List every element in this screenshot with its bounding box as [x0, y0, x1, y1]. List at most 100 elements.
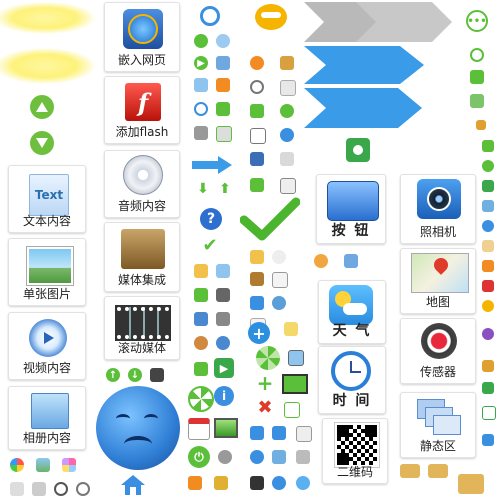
globe-orange-icon[interactable]: [250, 56, 264, 70]
recycle-green-icon[interactable]: [194, 34, 208, 48]
map-tile[interactable]: 地图: [400, 248, 476, 314]
video-content-tile[interactable]: 视频内容: [8, 312, 86, 380]
red-x-icon[interactable]: ✖: [257, 396, 273, 418]
brush-icon[interactable]: [32, 482, 46, 496]
people-icon[interactable]: [314, 254, 328, 268]
export-doc-icon[interactable]: [280, 178, 296, 194]
pencil-icon[interactable]: [10, 482, 24, 496]
gear-green-icon[interactable]: [256, 346, 280, 370]
camera-tile[interactable]: 照相机: [400, 174, 476, 244]
pencil-doc-icon[interactable]: [284, 322, 298, 336]
audio-content-tile[interactable]: 音频内容: [104, 150, 180, 218]
document-icon[interactable]: [272, 272, 288, 288]
image-small-blue-icon[interactable]: [482, 200, 494, 212]
add-doc-icon[interactable]: [216, 126, 232, 142]
embed-web-tile[interactable]: 嵌入网页: [104, 2, 180, 72]
globe-blue-icon[interactable]: [296, 476, 310, 490]
magnifier-icon[interactable]: [200, 6, 220, 26]
picture-gray-icon[interactable]: [296, 450, 310, 464]
network-icon[interactable]: [194, 312, 208, 326]
search-gray-icon[interactable]: [250, 80, 264, 94]
player-small-icon[interactable]: [482, 382, 494, 394]
gear-blue-icon[interactable]: [272, 476, 286, 490]
table-icon[interactable]: [280, 56, 294, 70]
search-small-icon[interactable]: [194, 102, 208, 116]
user-icon[interactable]: [194, 336, 208, 350]
up-circle-icon[interactable]: ↑: [106, 368, 120, 382]
button-tile[interactable]: 按 钮: [316, 174, 386, 244]
music-icon[interactable]: [482, 260, 494, 272]
green-up-arrow-icon[interactable]: ⬆: [219, 181, 231, 197]
camera-small-icon[interactable]: [272, 426, 286, 440]
weather-tile[interactable]: 天 气: [318, 280, 386, 344]
delete-small-icon[interactable]: [482, 280, 494, 292]
rss-icon[interactable]: [216, 78, 230, 92]
refresh-small-icon[interactable]: [54, 482, 68, 496]
down-arrow-icon[interactable]: [30, 131, 54, 155]
gear-small-icon[interactable]: [218, 450, 232, 464]
calculator-blue-icon[interactable]: [250, 152, 264, 166]
down-circle-icon[interactable]: ↓: [128, 368, 142, 382]
info-circle-icon[interactable]: i: [214, 386, 234, 406]
photos-small-icon[interactable]: [272, 450, 286, 464]
arrow-right-small-icon[interactable]: [188, 476, 202, 490]
right-arrow-blue-icon[interactable]: [192, 156, 232, 174]
arrow-left-green-icon[interactable]: [250, 178, 264, 192]
folder-open-icon[interactable]: [400, 464, 420, 478]
copy-doc-icon[interactable]: [296, 426, 312, 442]
key-icon[interactable]: [214, 476, 228, 490]
trash-icon[interactable]: [194, 126, 208, 140]
info-small-icon[interactable]: [482, 220, 494, 232]
clapper-icon[interactable]: [250, 476, 264, 490]
purple-badge-icon[interactable]: [482, 328, 494, 340]
users-icon[interactable]: [216, 336, 230, 350]
photo-icon[interactable]: [216, 264, 230, 278]
calendar-icon[interactable]: [188, 418, 210, 440]
help-circle-icon[interactable]: ?: [200, 208, 222, 230]
scroll-media-tile[interactable]: 滚动媒体: [104, 296, 180, 360]
green-down-arrow-icon[interactable]: ⬇: [197, 181, 209, 197]
video-green-icon[interactable]: [482, 180, 494, 192]
monitor-icon[interactable]: [216, 288, 230, 302]
plus-circle-blue-icon[interactable]: +: [248, 322, 270, 344]
star-badge-icon[interactable]: [482, 160, 494, 172]
clock-icon[interactable]: [280, 128, 294, 142]
play-box-icon[interactable]: [482, 406, 496, 420]
display-icon[interactable]: [250, 296, 264, 310]
chart-icon[interactable]: [194, 288, 208, 302]
play-green-icon[interactable]: ▶: [194, 56, 208, 70]
image-small-icon[interactable]: [36, 458, 50, 472]
pointer-icon[interactable]: [476, 120, 486, 130]
media-set-tile[interactable]: 媒体集成: [104, 222, 180, 292]
single-image-tile[interactable]: 单张图片: [8, 238, 86, 306]
arrow-green-right-icon[interactable]: [250, 104, 264, 118]
image-green-icon[interactable]: [470, 94, 484, 108]
chat-icon[interactable]: [280, 152, 294, 166]
add-flash-tile[interactable]: f 添加flash: [104, 76, 180, 144]
edit-green-icon[interactable]: [194, 362, 208, 376]
more-options-icon[interactable]: •••: [466, 10, 488, 32]
calendar-30-icon[interactable]: [250, 128, 266, 144]
expand-green-icon[interactable]: [482, 140, 494, 152]
recycle-small-icon[interactable]: [76, 482, 90, 496]
green-plus-icon[interactable]: +: [256, 371, 274, 395]
microphone-icon[interactable]: [482, 360, 494, 372]
user-badge-icon[interactable]: [346, 138, 370, 162]
sensor-tile[interactable]: 传感器: [400, 318, 476, 384]
upload-cloud-icon[interactable]: [216, 34, 230, 48]
color-palette-icon[interactable]: [10, 458, 24, 472]
power-outline-icon[interactable]: [470, 48, 484, 62]
time-tile[interactable]: 时 间: [318, 346, 386, 414]
colorful-grid-icon[interactable]: [62, 458, 76, 472]
forward-screen-icon[interactable]: [282, 374, 308, 394]
doc-list-icon[interactable]: [280, 80, 296, 96]
download-arrow-icon[interactable]: [250, 426, 264, 440]
check-box-icon[interactable]: [284, 402, 300, 418]
qrcode-tile[interactable]: 二维码: [322, 418, 388, 484]
folder-green-icon[interactable]: [194, 264, 208, 278]
folder-blank-icon[interactable]: [458, 474, 484, 494]
contacts-book-icon[interactable]: [250, 272, 264, 286]
lightbulb-icon[interactable]: [280, 104, 294, 118]
eyes-icon[interactable]: [272, 250, 286, 264]
sun-badge-icon[interactable]: [188, 386, 214, 412]
